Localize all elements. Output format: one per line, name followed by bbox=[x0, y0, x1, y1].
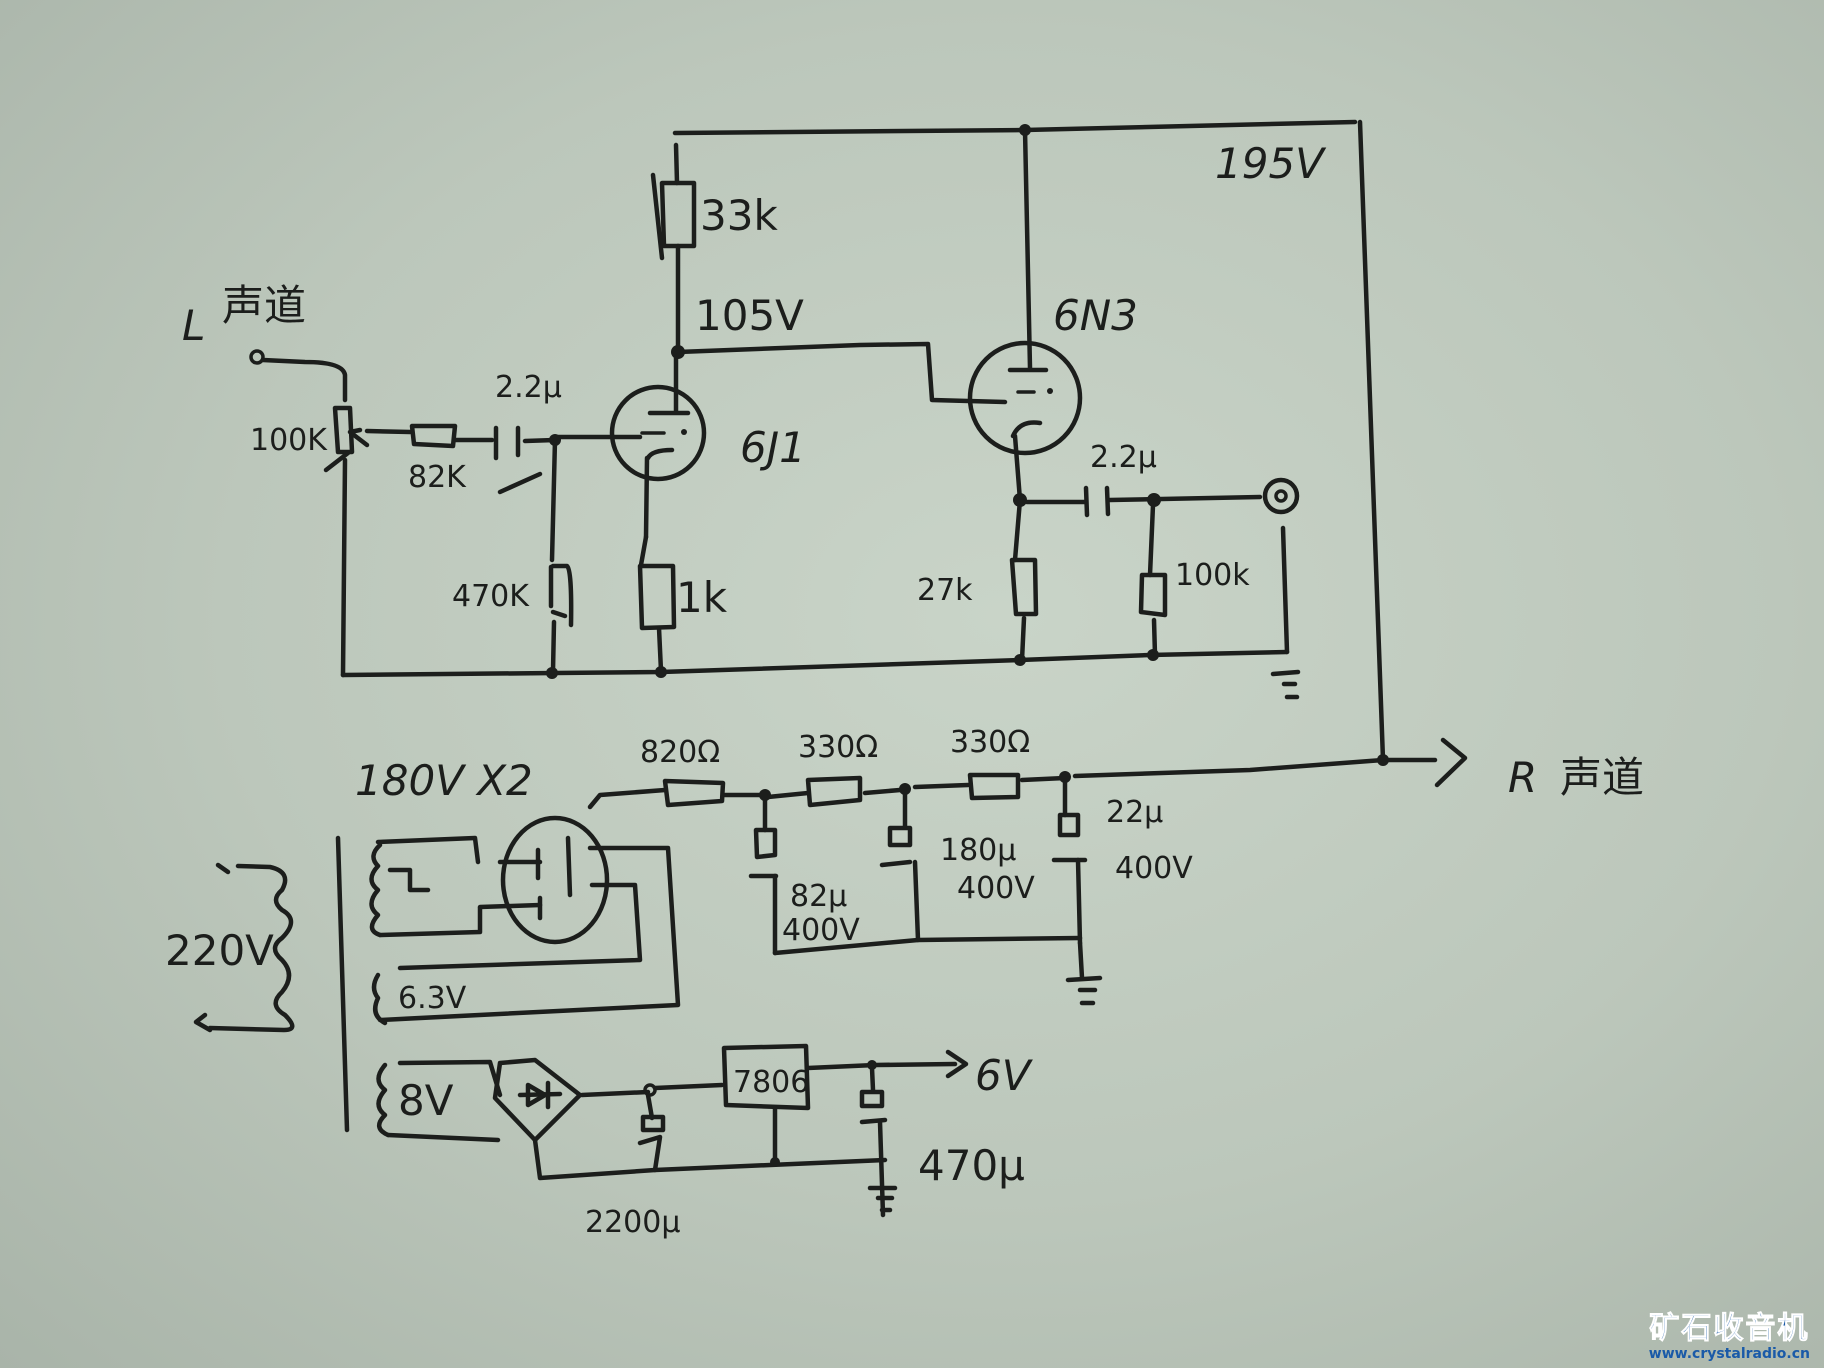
site-watermark: 矿石收音机 www.crystalradio.cn bbox=[1648, 1311, 1810, 1362]
label-tube1: 6J1 bbox=[740, 423, 806, 472]
tube-6j1 bbox=[552, 351, 707, 540]
label-input-channel-cn: 声道 bbox=[222, 281, 306, 330]
plate-to-6n3-grid-wire bbox=[675, 341, 1008, 405]
label-series-resistor: 82K bbox=[408, 460, 467, 495]
label-heater-output-voltage: 6V bbox=[975, 1051, 1034, 1100]
label-cap1-value: 82μ bbox=[790, 879, 847, 914]
label-hv-winding: 180V X2 bbox=[355, 756, 533, 805]
label-cathode-resistor-1k: 1k bbox=[676, 573, 728, 622]
label-volume-pot: 100K bbox=[250, 423, 328, 458]
label-plate-resistor: 33k bbox=[700, 191, 778, 240]
label-tube2: 6N3 bbox=[1053, 291, 1138, 340]
watermark-url: www.crystalradio.cn bbox=[1648, 1346, 1810, 1362]
grid-resistor-470k bbox=[548, 437, 574, 674]
label-regulator: 7806 bbox=[733, 1065, 809, 1100]
label-cap2-voltage: 400V bbox=[957, 871, 1035, 906]
cathode-follower-output bbox=[1009, 477, 1301, 700]
label-supply-voltage: 195V bbox=[1215, 139, 1327, 188]
label-grid-resistor: 470K bbox=[452, 579, 530, 614]
label-cap2-value: 180μ bbox=[940, 833, 1016, 868]
label-heater-winding: 6.3V bbox=[398, 981, 467, 1016]
ground-bus bbox=[340, 649, 1290, 679]
plate-resistor-33k bbox=[650, 142, 697, 359]
label-input-channel: L bbox=[182, 301, 205, 350]
label-filter-r3: 330Ω bbox=[950, 725, 1030, 760]
filter-capacitors bbox=[748, 774, 1103, 1006]
rectifier-tube bbox=[377, 815, 681, 1023]
label-coupling-cap-in: 2.2μ bbox=[495, 370, 562, 405]
label-plate-voltage: 105V bbox=[695, 291, 804, 340]
label-cathode-resistor-27k: 27k bbox=[917, 573, 973, 608]
label-coupling-cap-out: 2.2μ bbox=[1090, 440, 1157, 475]
label-heater-8v: 8V bbox=[398, 1076, 454, 1125]
tube-6n3 bbox=[967, 127, 1083, 503]
label-reservoir-cap: 2200μ bbox=[585, 1205, 680, 1240]
label-output-cap: 470μ bbox=[918, 1141, 1025, 1190]
cathode-resistor-1k bbox=[637, 534, 677, 674]
watermark-title: 矿石收音机 bbox=[1649, 1311, 1810, 1346]
label-right-channel-cn: 声道 bbox=[1560, 753, 1644, 802]
label-filter-r1: 820Ω bbox=[640, 735, 720, 770]
label-cap3-voltage: 400V bbox=[1115, 851, 1193, 886]
label-output-resistor: 100k bbox=[1175, 558, 1250, 593]
heater-supply bbox=[492, 1043, 969, 1218]
label-cap1-voltage: 400V bbox=[782, 913, 860, 948]
label-filter-r2: 330Ω bbox=[798, 730, 878, 765]
power-transformer bbox=[193, 835, 503, 1143]
label-mains-voltage: 220V bbox=[165, 926, 274, 975]
label-right-channel: R bbox=[1508, 753, 1537, 802]
label-cap3-value: 22μ bbox=[1106, 795, 1163, 830]
